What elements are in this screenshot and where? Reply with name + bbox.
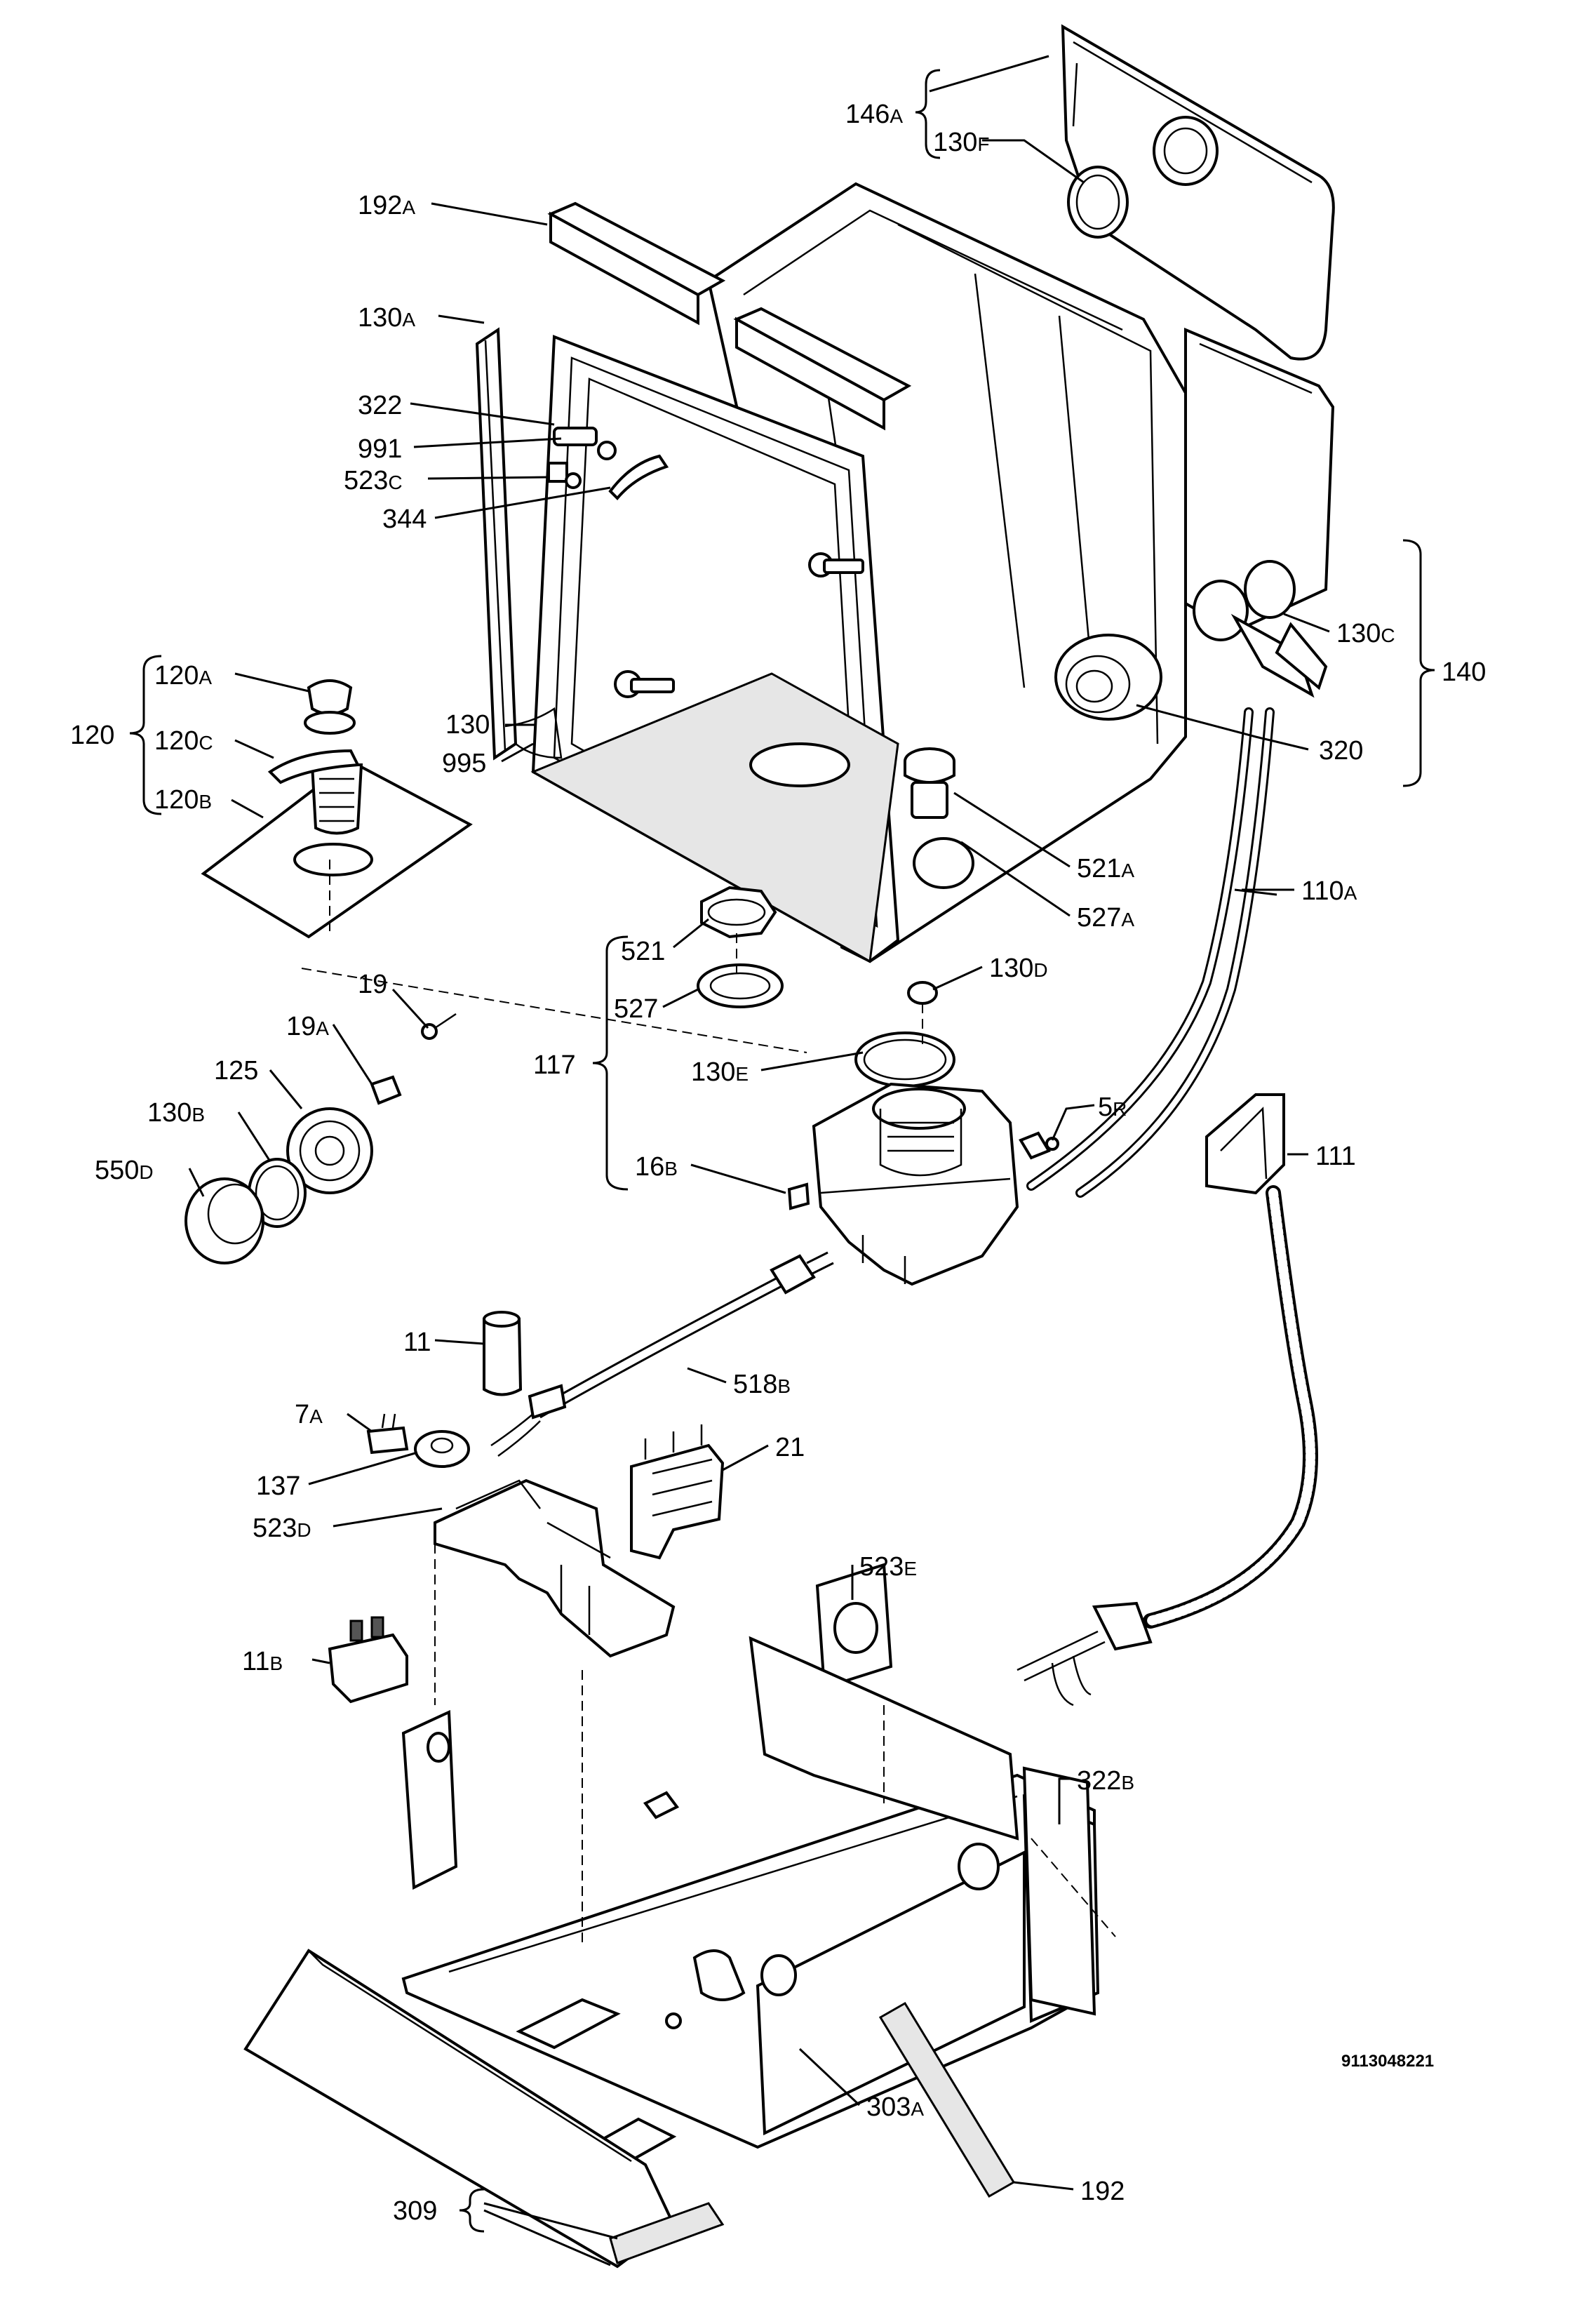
relay-11b <box>328 1616 408 1704</box>
bracket-523e <box>815 1563 893 1690</box>
switch-7a <box>366 1413 409 1455</box>
clip-16b <box>787 1182 810 1210</box>
alignment-lines <box>301 860 1116 1944</box>
seal-130a <box>475 327 518 761</box>
label-117: 117 <box>533 1050 576 1080</box>
drawing-code: 9113048221 <box>1341 2052 1434 2071</box>
side-bracket-left <box>401 1709 458 1890</box>
label-130: 130 <box>445 710 490 740</box>
label-110a: 110A <box>1301 876 1357 906</box>
label-309: 309 <box>393 2196 437 2226</box>
side-panel-140 <box>1184 327 1335 698</box>
cap-521a <box>904 747 974 889</box>
label-11b: 11B <box>242 1647 283 1676</box>
label-192: 192 <box>1080 2177 1125 2206</box>
label-11: 11 <box>403 1328 431 1357</box>
gasket-130e <box>854 1031 955 1088</box>
label-111: 111 <box>1315 1142 1356 1171</box>
grommet-320 <box>1054 634 1162 721</box>
label-521: 521 <box>621 937 665 966</box>
ring-527 <box>697 963 784 1008</box>
grouping-brackets <box>129 69 1435 2233</box>
label-995: 995 <box>442 749 486 778</box>
label-19: 19 <box>358 970 387 999</box>
label-320: 320 <box>1319 736 1363 766</box>
nut-521 <box>700 886 777 939</box>
label-120: 120 <box>70 721 114 750</box>
label-21: 21 <box>775 1433 805 1462</box>
filter-137 <box>414 1430 470 1468</box>
label-344: 344 <box>382 505 427 534</box>
dispenser-cap-group <box>184 1013 457 1264</box>
label-550d: 550D <box>95 1156 154 1185</box>
label-140: 140 <box>1442 657 1486 687</box>
label-7a: 7A <box>295 1400 323 1429</box>
seal-130 <box>504 707 563 759</box>
kickplate-309 <box>243 1949 725 2269</box>
sensor-5r <box>1019 1131 1059 1160</box>
filter-120 <box>201 679 473 939</box>
label-527a: 527A <box>1077 903 1134 933</box>
label-518b: 518B <box>733 1370 791 1399</box>
insulation-panel-146a <box>1061 24 1335 361</box>
label-322: 322 <box>358 391 402 420</box>
label-303a: 303A <box>866 2092 924 2122</box>
label-19a: 19A <box>286 1012 329 1041</box>
label-120c: 120C <box>154 726 213 756</box>
capacitor-11 <box>483 1311 523 1396</box>
blocks-192a <box>547 201 912 431</box>
label-130e: 130E <box>691 1057 749 1087</box>
label-527: 527 <box>614 994 658 1024</box>
label-5r: 5R <box>1098 1093 1127 1122</box>
transformer-21 <box>630 1424 725 1560</box>
label-991: 991 <box>358 434 402 464</box>
label-130f: 130F <box>933 128 990 157</box>
label-521a: 521A <box>1077 854 1134 883</box>
hoses-110a <box>1026 707 1275 1198</box>
label-120b: 120B <box>154 785 212 815</box>
box-523d <box>434 1478 676 1658</box>
label-130c: 130C <box>1336 619 1395 648</box>
gasket-130f <box>1067 166 1129 239</box>
sump-117 <box>812 1082 1019 1286</box>
inlet-hose-111 <box>1017 1093 1318 1707</box>
gasket-130d <box>907 981 938 1005</box>
label-523c: 523C <box>344 466 403 495</box>
label-125: 125 <box>214 1056 258 1086</box>
label-192a: 192A <box>358 191 415 220</box>
label-523d: 523D <box>253 1514 311 1543</box>
part-labels: 146A 130F 192A 130A 322 991 523C 344 120… <box>70 100 1486 2226</box>
leader-lines <box>188 55 1330 2266</box>
label-146a: 146A <box>845 100 903 129</box>
label-120a: 120A <box>154 661 212 690</box>
side-panel-322b <box>1022 1766 1096 2016</box>
label-137: 137 <box>256 1471 300 1501</box>
label-130d: 130D <box>989 954 1048 983</box>
label-16b: 16B <box>635 1152 678 1182</box>
label-322b: 322B <box>1077 1766 1134 1796</box>
power-cord-518b <box>490 1251 834 1457</box>
label-130b: 130B <box>147 1098 205 1128</box>
hinge-hardware <box>547 427 864 698</box>
label-130a: 130A <box>358 303 415 333</box>
label-523e: 523E <box>859 1552 917 1582</box>
